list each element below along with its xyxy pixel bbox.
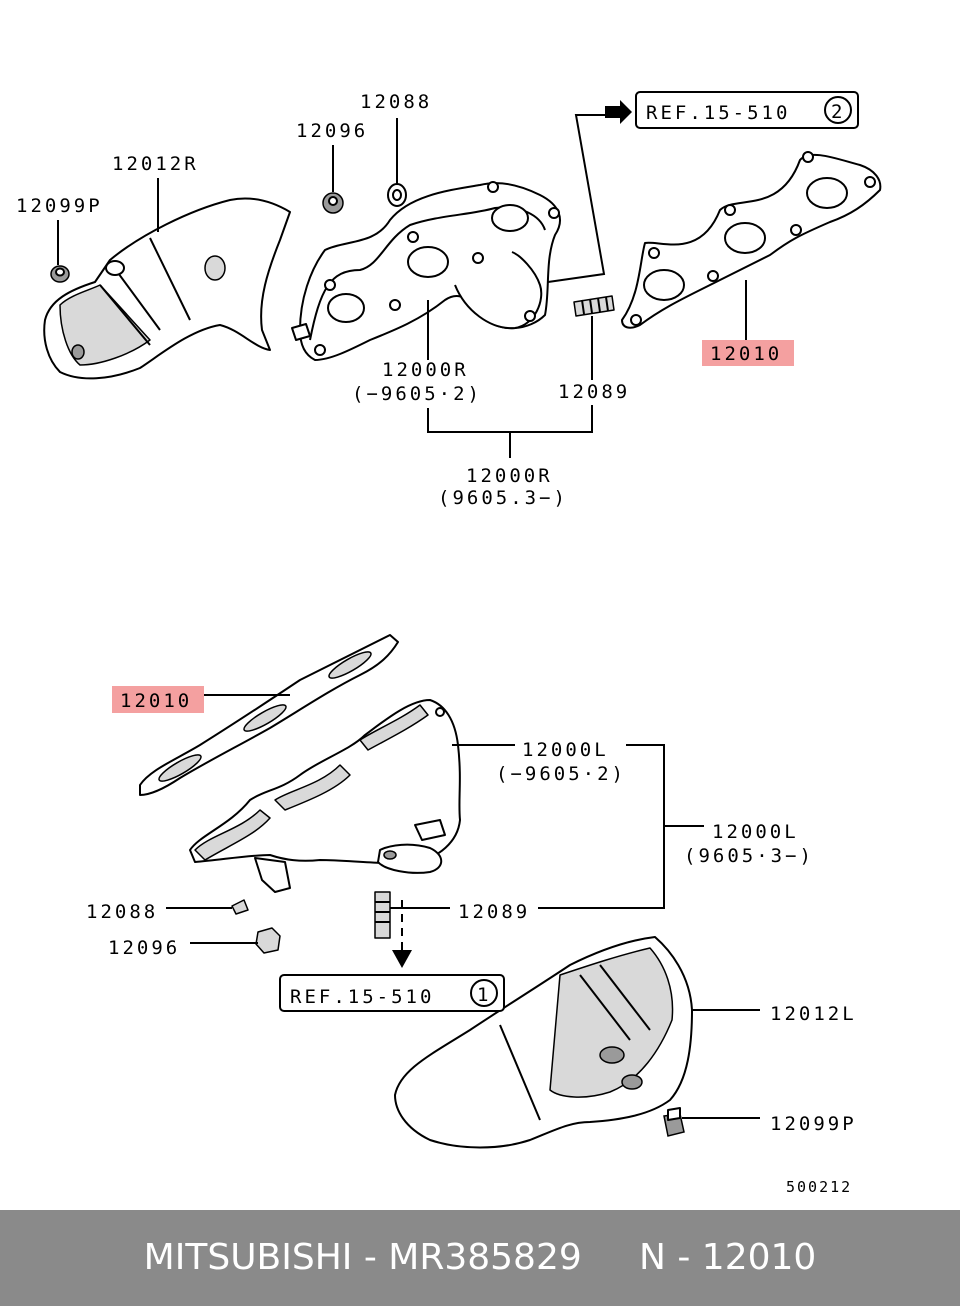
label-12000r-b: 12000R — [466, 465, 553, 487]
exhaust-manifold-right — [291, 181, 561, 361]
label-12010-bottom: 12010 — [120, 690, 192, 712]
label-12000r-a-range: (−9605·2) — [352, 383, 482, 405]
ref-label-top: REF.15-510 — [646, 102, 790, 124]
highlight-12010-top — [702, 340, 794, 366]
ref-circle-num-top: 2 — [831, 101, 842, 123]
label-12099p-bottom: 12099P — [770, 1113, 857, 1135]
gasket-bottom — [139, 634, 399, 796]
washer-12088-top — [387, 183, 407, 207]
leader-ref-top — [547, 114, 608, 283]
label-12000r-a: 12000R — [382, 359, 469, 381]
ref-circle-num-bottom: 1 — [477, 984, 488, 1006]
label-12010-top: 12010 — [710, 343, 782, 365]
label-12088-top: 12088 — [360, 91, 432, 113]
ref-circle-bottom — [470, 979, 498, 1007]
diagram-code: 500212 — [786, 1178, 852, 1196]
nut-12096-bottom — [255, 927, 281, 954]
label-12088-bottom: 12088 — [86, 901, 158, 923]
stud-12089-bottom — [374, 891, 412, 968]
stud-12089-top — [573, 295, 615, 317]
label-12099p-top: 12099P — [16, 195, 103, 217]
label-12096-top: 12096 — [296, 120, 368, 142]
bolt-12099p-bottom — [663, 1107, 685, 1137]
arrow-ref-top — [605, 100, 632, 124]
ref-circle-top — [824, 96, 852, 124]
label-12000l-a-range: (−9605·2) — [496, 763, 626, 785]
label-12000l-b-range: (9605·3−) — [684, 845, 814, 867]
highlight-12010-bottom — [112, 686, 204, 713]
arrow-ref-bottom — [392, 950, 412, 968]
exhaust-manifold-parts-diagram: 12088 12096 12012R 12099P REF.15-510 2 1… — [16, 91, 882, 1196]
bracket-12000l — [538, 744, 704, 909]
ref-box-bottom — [279, 974, 505, 1012]
heat-shield-right — [43, 197, 291, 380]
nut-12096-top — [322, 192, 344, 214]
ref-box-top — [635, 91, 859, 129]
label-12000l-a: 12000L — [522, 739, 609, 761]
label-12012r: 12012R — [112, 153, 199, 175]
ref-label-bottom: REF.15-510 — [290, 986, 434, 1008]
nut-12099p-top — [50, 265, 70, 283]
footer-part-number: MITSUBISHI - MR385829 N - 12010 — [143, 1237, 817, 1278]
heat-shield-left — [394, 936, 693, 1149]
bracket-12000r-b — [427, 405, 593, 458]
label-12000r-b-range: (9605.3−) — [438, 487, 568, 509]
label-12089-bottom: 12089 — [458, 901, 530, 923]
label-12089-top: 12089 — [558, 381, 630, 403]
washer-12088-bottom — [231, 899, 249, 915]
label-12000l-b: 12000L — [712, 821, 799, 843]
exhaust-manifold-left — [189, 699, 461, 893]
gasket-top — [621, 151, 882, 329]
footer-bar: MITSUBISHI - MR385829 N - 12010 — [0, 1210, 960, 1306]
label-12012l: 12012L — [770, 1003, 857, 1025]
label-12096-bottom: 12096 — [108, 937, 180, 959]
